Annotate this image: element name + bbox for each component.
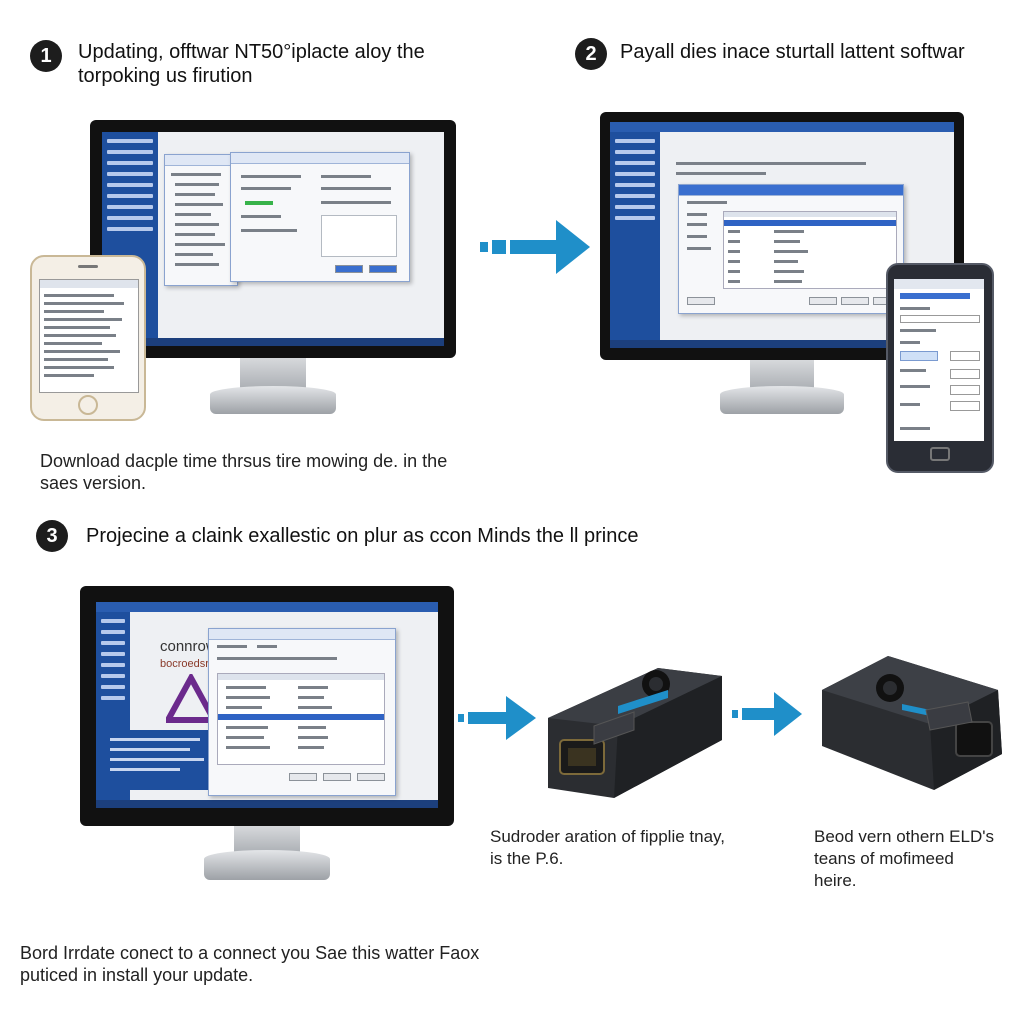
connect-dialog xyxy=(208,628,396,796)
step-3-title: Projecine a claink exallestic on plur as… xyxy=(86,525,639,547)
monitor-icon: connrowr bocroedsr xyxy=(80,586,454,886)
obd-adapter-icon xyxy=(822,656,1002,790)
update-dialog xyxy=(230,152,410,282)
arrow-right-icon xyxy=(480,220,590,274)
obd-adapter-icon xyxy=(548,668,722,798)
step-number-1: 1 xyxy=(30,40,62,72)
step-2-title: Payall dies inace sturtall lattent softw… xyxy=(620,41,965,63)
step-number-2: 2 xyxy=(575,38,607,70)
screen-subheading: bocroedsr xyxy=(160,658,209,670)
step-1-title: Updating, offtwar NT50°iplacte aloy the … xyxy=(78,41,425,87)
screen-heading: connrowr xyxy=(160,638,222,655)
triangle-logo-icon xyxy=(166,674,216,723)
monitor-1-screen xyxy=(102,132,444,346)
monitor-3-screen: connrowr bocroedsr xyxy=(96,602,438,808)
step-number-3: 3 xyxy=(36,520,68,552)
install-dialog xyxy=(678,184,904,314)
smartphone-icon xyxy=(886,263,994,473)
monitor-icon xyxy=(90,120,456,420)
step-3-device-caption: Beod vern othern ELD's teans of mofimeed… xyxy=(814,827,994,890)
arrow-right-icon xyxy=(458,696,536,740)
step-3-adapter-caption: Sudroder aration of fipplie tnay, is the… xyxy=(490,827,725,868)
arrow-right-icon xyxy=(732,692,802,736)
smartphone-icon xyxy=(30,255,146,421)
footer-caption: Bord Irrdate conect to a connect you Sae… xyxy=(20,943,480,985)
step-1-caption: Download dacple time thrsus tire mowing … xyxy=(40,451,448,493)
